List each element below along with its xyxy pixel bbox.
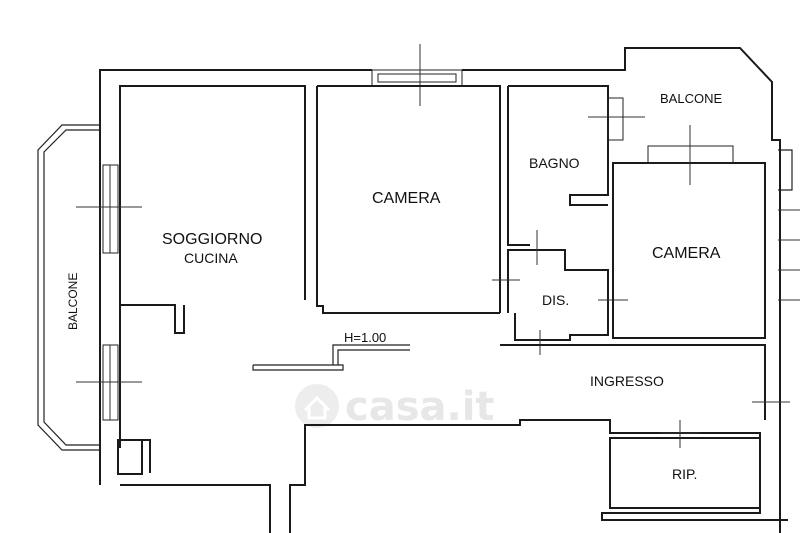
rip-room [609, 420, 761, 509]
bagno-room [507, 85, 645, 246]
camera-1-room [316, 85, 501, 314]
label-bagno: BAGNO [529, 155, 580, 171]
window-left-upper [76, 164, 142, 254]
window-top-camera [371, 44, 463, 106]
label-soggiorno: SOGGIORNO [162, 231, 262, 248]
label-camera-1: CAMERA [372, 190, 441, 207]
label-dis: DIS. [542, 292, 569, 308]
label-camera-2: CAMERA [652, 245, 721, 262]
watermark-text: casa.it [345, 384, 495, 430]
window-left-lower [76, 344, 142, 421]
label-ingresso: INGRESSO [590, 373, 664, 389]
soggiorno-room [117, 304, 410, 475]
camera-2-room [612, 125, 800, 339]
ingresso-room [500, 344, 790, 420]
outer-walls [99, 47, 788, 533]
label-balcone-left: BALCONE [66, 273, 80, 330]
watermark: casa.it [295, 384, 495, 430]
label-height: H=1.00 [344, 330, 386, 345]
label-cucina: CUCINA [184, 250, 238, 266]
label-balcone-top: BALCONE [660, 91, 722, 106]
label-rip: RIP. [672, 466, 697, 482]
dis-room [492, 230, 628, 355]
balcone-left [37, 124, 100, 451]
